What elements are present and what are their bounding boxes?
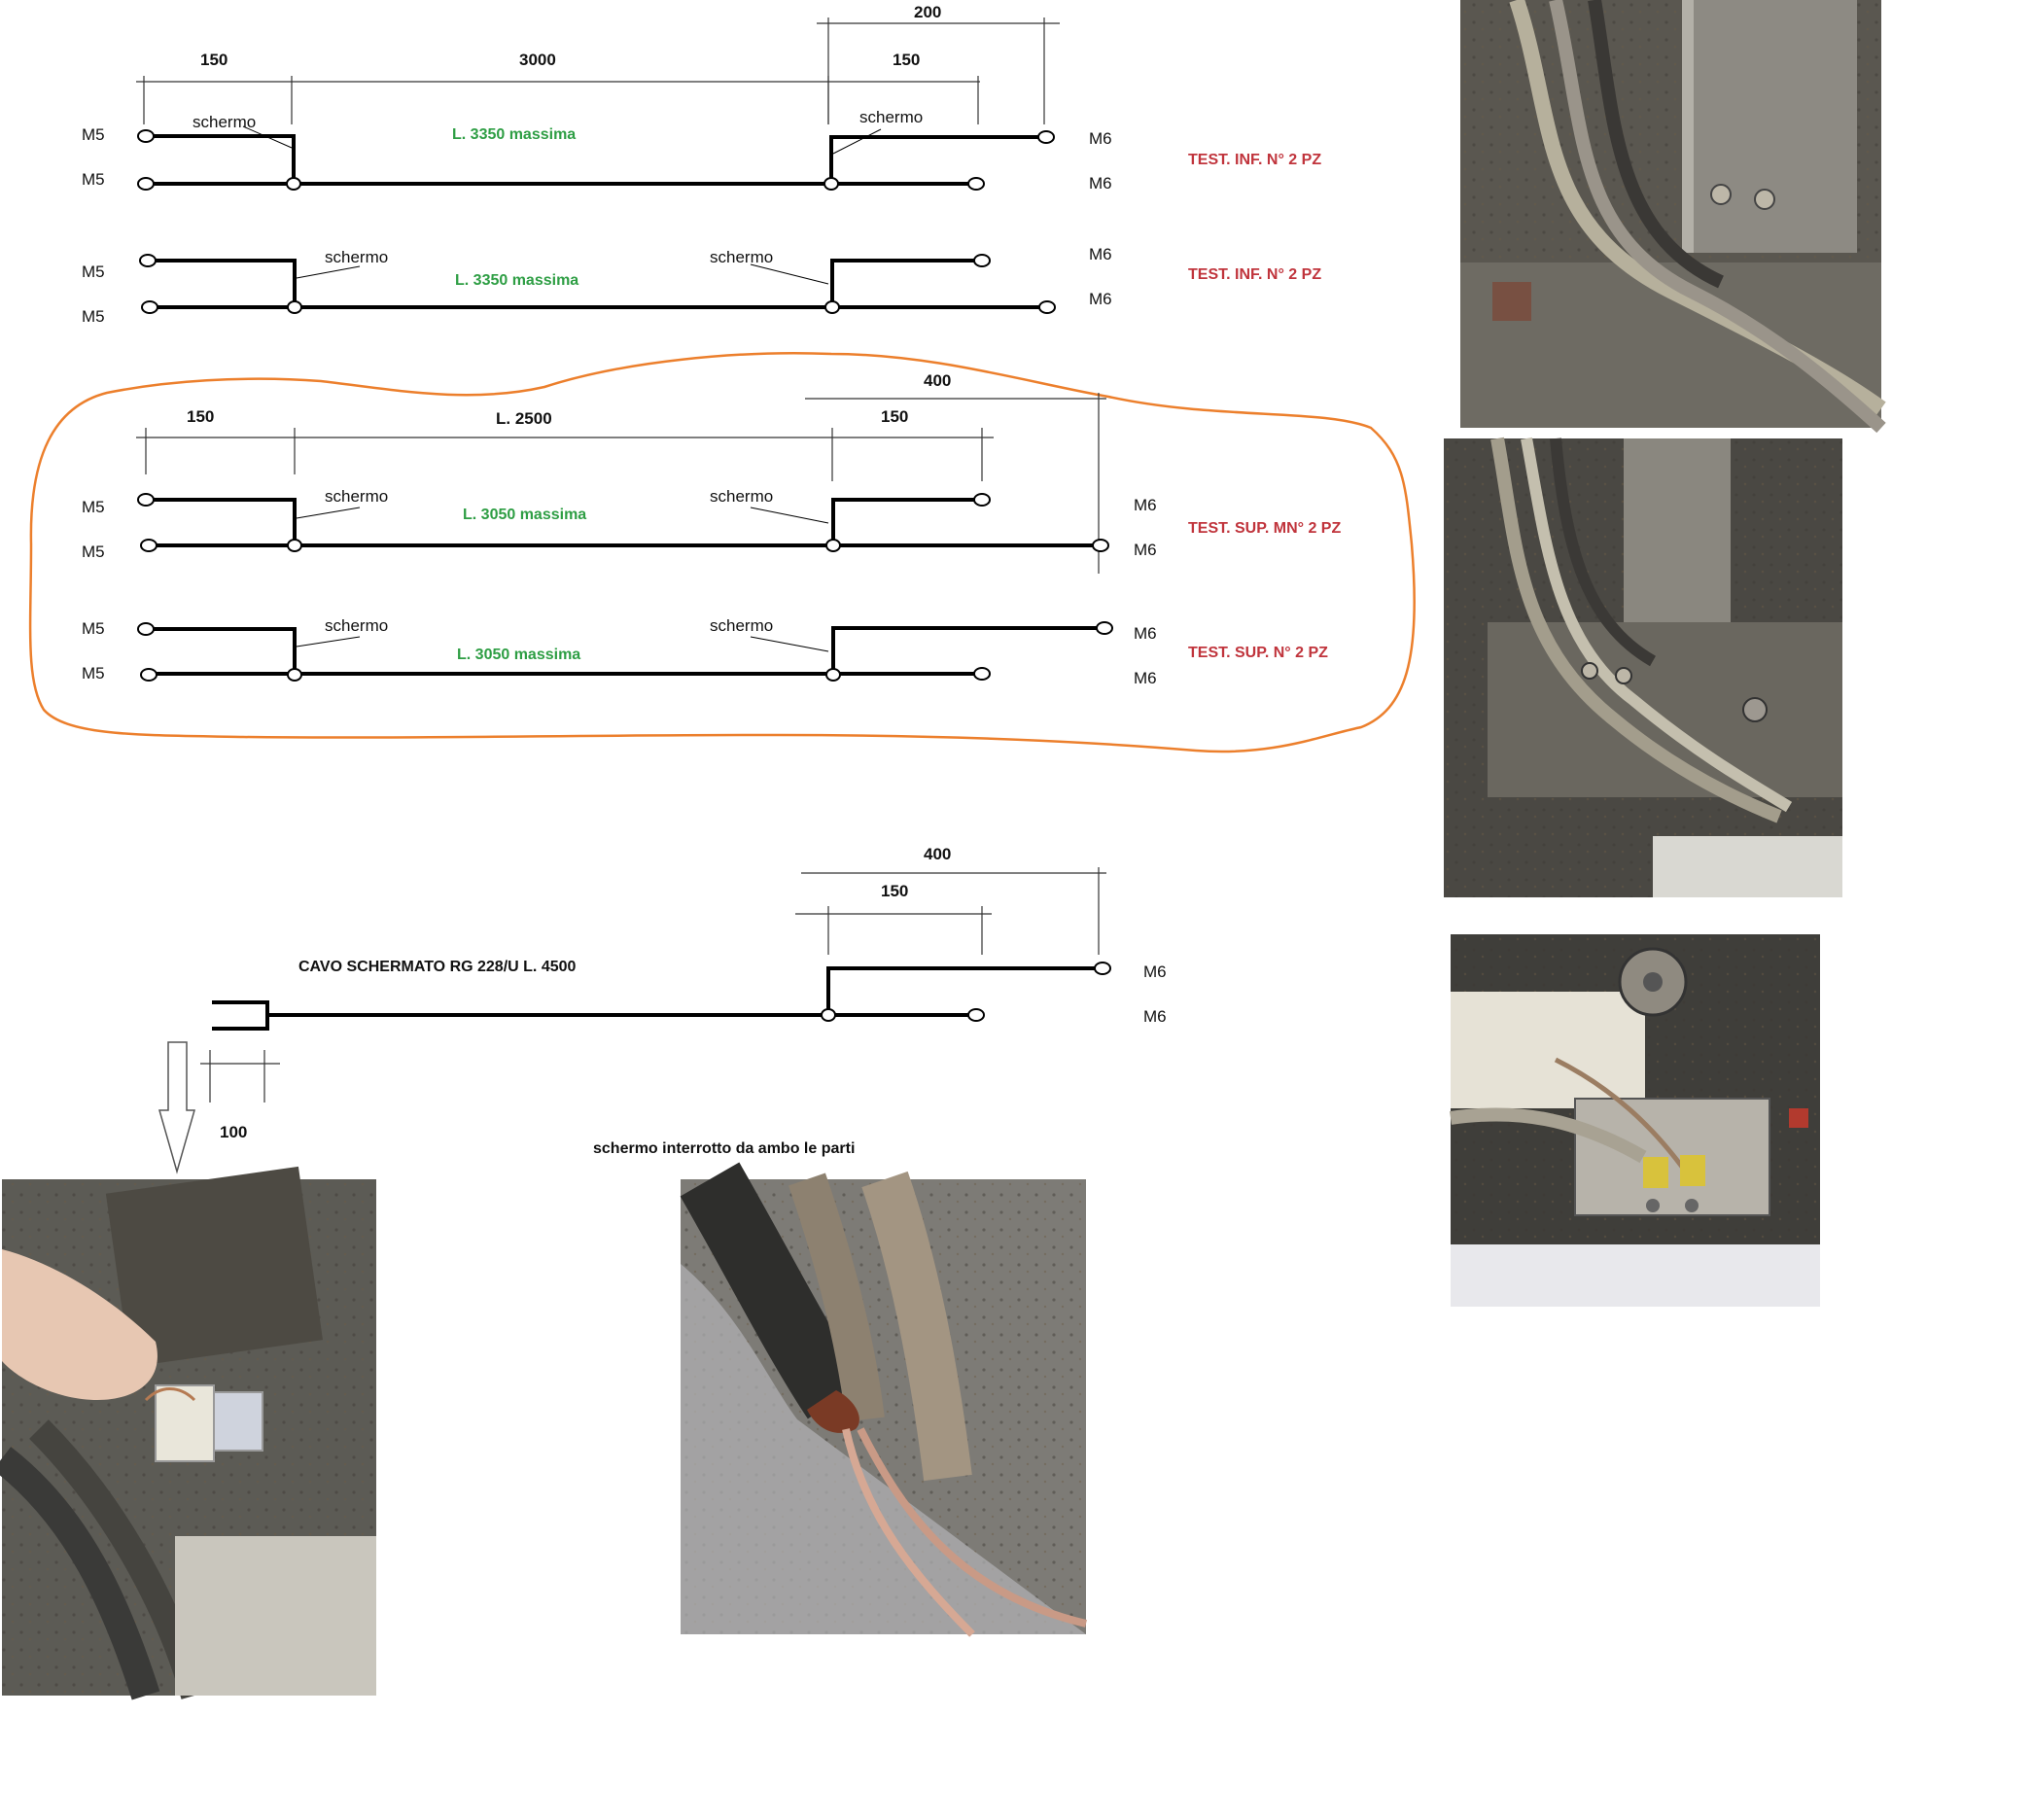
row3-shield-left: schermo [325, 487, 388, 506]
dim-150-right-top: 150 [893, 51, 920, 69]
wiring-row-3: M5 M5 M6 M6 schermo schermo L. 3050 mass… [82, 487, 1341, 561]
row4-test-label: TEST. SUP. N° 2 PZ [1188, 645, 1328, 661]
row1-shield-right: schermo [859, 108, 923, 126]
photo-connector-hand [0, 1166, 376, 1700]
dim-l2500: L. 2500 [496, 409, 552, 428]
row2-shield-right: schermo [710, 248, 773, 266]
row1-right-top-label: M6 [1089, 129, 1112, 148]
down-arrow-icon [158, 1041, 195, 1174]
row1-test-label: TEST. INF. N° 2 PZ [1188, 152, 1321, 168]
highlight-outline [28, 352, 1417, 753]
row3-length: L. 3050 massima [463, 507, 586, 523]
row3-right-bottom-label: M6 [1134, 541, 1157, 559]
row3-left-bottom-label: M5 [82, 542, 105, 561]
photo-terminal-block [1449, 934, 1820, 1307]
row3-shield-right: schermo [710, 487, 773, 506]
photo-cable-bundle-top [1460, 0, 1886, 434]
cable-right-top-label: M6 [1143, 962, 1167, 981]
dim-150-right-mid: 150 [881, 407, 908, 426]
dim-3000: 3000 [519, 51, 556, 69]
dim-200: 200 [914, 3, 941, 21]
row2-right-bottom-label: M6 [1089, 290, 1112, 308]
row4-right-bottom-label: M6 [1134, 669, 1157, 687]
dim-150-bottom: 150 [881, 882, 908, 900]
wiring-row-1: M5 M5 M6 M6 schermo schermo L. 3350 mass… [82, 108, 1321, 192]
dim-100: 100 [220, 1123, 247, 1141]
row4-right-top-label: M6 [1134, 624, 1157, 643]
row2-length: L. 3350 massima [455, 272, 578, 289]
row1-right-bottom-label: M6 [1089, 174, 1112, 192]
row1-length: L. 3350 massima [452, 126, 576, 143]
row2-right-top-label: M6 [1089, 245, 1112, 263]
wiring-row-4: M5 M5 M6 M6 schermo schermo L. 3050 mass… [82, 616, 1328, 687]
row4-shield-right: schermo [710, 616, 773, 635]
row1-shield-left: schermo [193, 113, 256, 131]
row4-left-bottom-label: M5 [82, 664, 105, 682]
photo-shield-break [680, 1162, 1087, 1637]
row4-shield-left: schermo [325, 616, 388, 635]
row2-test-label: TEST. INF. N° 2 PZ [1188, 266, 1321, 283]
dim-400-mid: 400 [924, 371, 951, 390]
row2-left-top-label: M5 [82, 262, 105, 281]
row1-left-bottom-label: M5 [82, 170, 105, 189]
row3-left-top-label: M5 [82, 498, 105, 516]
row3-right-top-label: M6 [1134, 496, 1157, 514]
cable-right-bottom-label: M6 [1143, 1007, 1167, 1026]
dimension-lines-top [136, 18, 1060, 124]
dim-400-bottom: 400 [924, 845, 951, 863]
row3-test-label: TEST. SUP. MN° 2 PZ [1188, 520, 1341, 537]
row4-left-top-label: M5 [82, 619, 105, 638]
wiring-row-2: M5 M5 M6 M6 schermo schermo L. 3350 mass… [82, 245, 1321, 326]
photo-cable-bundle-mid [1444, 437, 1842, 897]
dim-150-left-mid: 150 [187, 407, 214, 426]
dimension-lines-bottom [200, 867, 1106, 1102]
cable-label: CAVO SCHERMATO RG 228/U L. 4500 [298, 959, 577, 975]
shielded-cable: CAVO SCHERMATO RG 228/U L. 4500 M6 M6 [212, 959, 1167, 1031]
dim-150-left-top: 150 [200, 51, 228, 69]
row2-left-bottom-label: M5 [82, 307, 105, 326]
row2-shield-left: schermo [325, 248, 388, 266]
photo-caption: schermo interrotto da ambo le parti [593, 1140, 855, 1157]
dimension-lines-mid [136, 393, 1106, 574]
row4-length: L. 3050 massima [457, 647, 580, 663]
row1-left-top-label: M5 [82, 125, 105, 144]
